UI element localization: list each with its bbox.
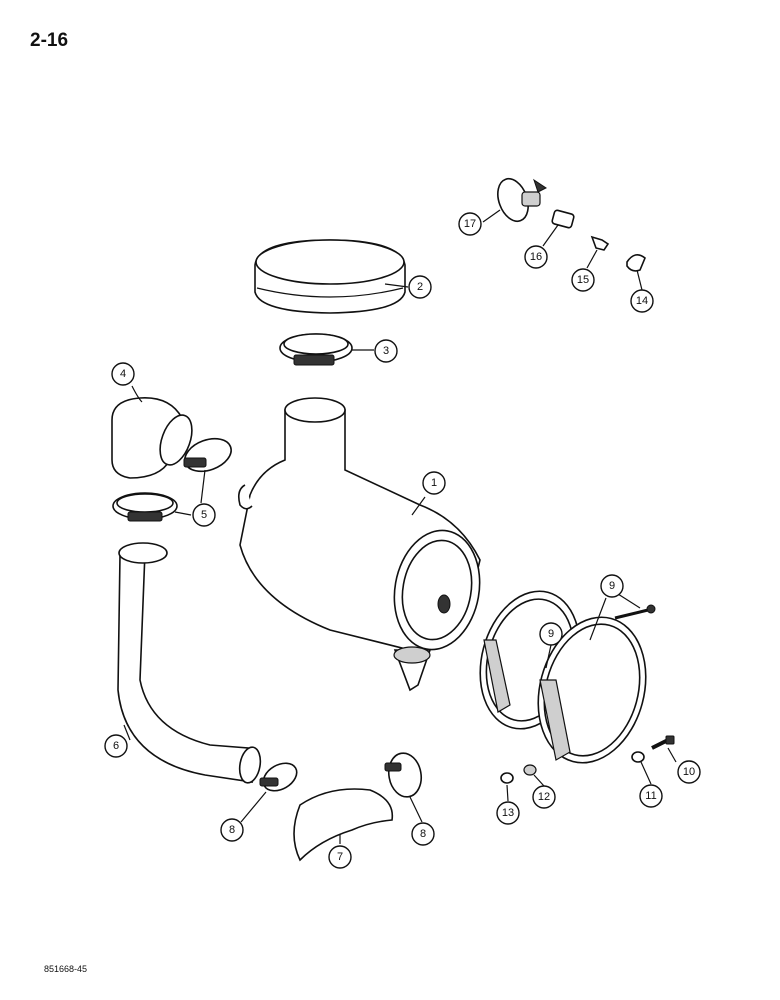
leader-lines <box>123 209 677 844</box>
callout-14-label: 14 <box>636 295 648 307</box>
callout-15: 15 <box>571 268 595 292</box>
callout-4: 4 <box>111 362 135 386</box>
callout-16: 16 <box>524 245 548 269</box>
callout-17-label: 17 <box>464 218 476 230</box>
air-cleaner-body <box>238 397 481 692</box>
callout-9-upper: 9 <box>600 574 624 598</box>
callout-12-label: 12 <box>538 791 550 803</box>
callout-11-label: 11 <box>645 790 656 802</box>
callout-3: 3 <box>374 339 398 363</box>
hose-clamp-left <box>259 762 298 792</box>
elbow-clamp-lower <box>112 492 178 522</box>
callout-12: 12 <box>532 785 556 809</box>
callout-2-label: 2 <box>417 281 423 293</box>
hose-clamp-right <box>384 752 423 798</box>
fitting-part <box>590 235 610 251</box>
callout-13-label: 13 <box>502 807 514 819</box>
callout-6-label: 6 <box>113 740 119 752</box>
washer-part <box>631 751 645 763</box>
callout-15-label: 15 <box>577 274 589 286</box>
callout-17: 17 <box>458 212 482 236</box>
callout-6: 6 <box>104 734 128 758</box>
callout-8-left: 8 <box>220 818 244 842</box>
callout-9-lower-label: 9 <box>548 628 554 640</box>
bolt-part <box>651 735 675 750</box>
page-number: 2-16 <box>30 30 69 51</box>
elbow-clamp-upper <box>183 437 232 473</box>
callout-10-label: 10 <box>683 766 695 778</box>
short-hose-part <box>293 788 394 862</box>
elbow-part <box>111 397 193 479</box>
callout-4-label: 4 <box>120 368 126 380</box>
callout-8-right-label: 8 <box>420 828 426 840</box>
band-bolt-part <box>614 604 656 620</box>
callout-1: 1 <box>422 471 446 495</box>
cap-clamp-part <box>279 333 353 366</box>
callout-5: 5 <box>192 503 216 527</box>
callout-2: 2 <box>408 275 432 299</box>
callout-8-left-label: 8 <box>229 824 235 836</box>
lock-washer-part <box>523 764 537 776</box>
callout-7: 7 <box>328 845 352 869</box>
callout-16-label: 16 <box>530 251 542 263</box>
callout-14: 14 <box>630 289 654 313</box>
restriction-indicator-part <box>497 177 547 223</box>
callout-13: 13 <box>496 801 520 825</box>
callout-11: 11 <box>639 784 663 808</box>
mounting-band-front <box>537 616 647 764</box>
callout-9-upper-label: 9 <box>609 580 615 592</box>
intake-tube-part <box>117 542 262 784</box>
callout-10: 10 <box>677 760 701 784</box>
figure-code: 851668-45 <box>44 964 88 974</box>
callout-8-right: 8 <box>411 822 435 846</box>
adapter-part <box>551 209 575 229</box>
callout-7-label: 7 <box>337 851 343 863</box>
callout-5-label: 5 <box>201 509 207 521</box>
cap-part <box>254 239 406 314</box>
callout-9-lower: 9 <box>539 622 563 646</box>
elbow-fitting-part <box>626 254 646 272</box>
nut-part <box>500 772 514 784</box>
callout-1-label: 1 <box>431 477 437 489</box>
callout-3-label: 3 <box>383 345 389 357</box>
